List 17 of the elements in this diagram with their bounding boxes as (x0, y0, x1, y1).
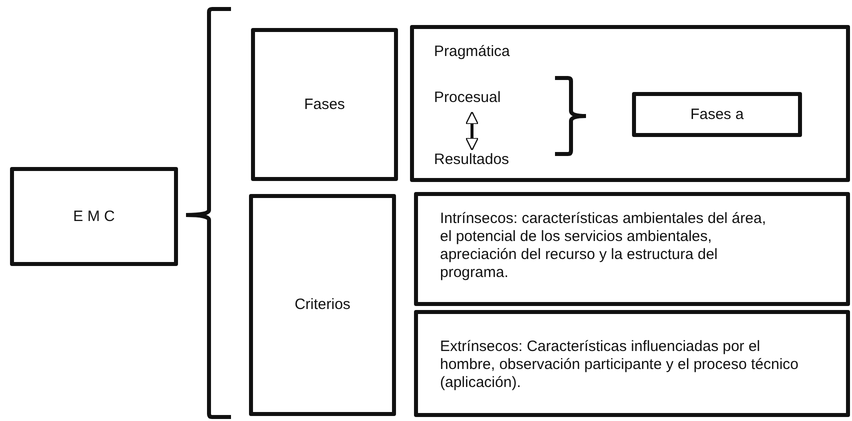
box-text: Pragmática (434, 43, 511, 61)
box-title: Fases (303, 96, 346, 114)
concept-box (249, 194, 396, 416)
concept-box (10, 167, 178, 266)
concept-box (410, 25, 850, 182)
concept-box (632, 92, 802, 137)
concept-box (414, 192, 850, 306)
box-title: Fases a (689, 106, 745, 124)
stage-label: Procesual (434, 89, 514, 109)
stage-label: Resultados (434, 151, 524, 171)
concept-box (414, 310, 850, 417)
box-text: Extrínsecos: Características influenciadas por el hombre, observación participante y el proceso técnico (aplicación). (440, 338, 800, 392)
concept-box (251, 28, 398, 181)
double-arrow (465, 111, 479, 151)
box-title: E M C (72, 208, 116, 226)
box-text: Intrínsecos: características ambientales del área, el potencial de los servicios ambientales, apreciación del recurso y la estructura del programa. (440, 210, 767, 282)
box-title: Criterios (294, 296, 352, 314)
